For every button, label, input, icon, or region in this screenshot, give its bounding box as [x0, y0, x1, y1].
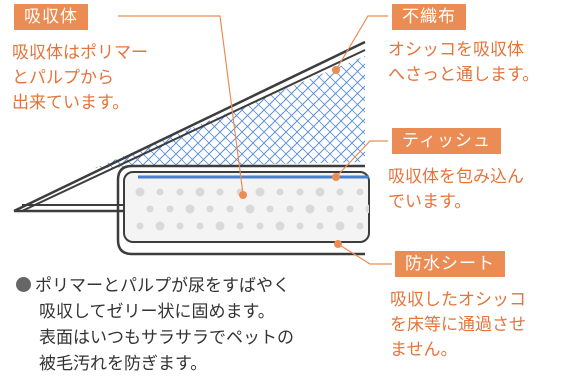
polymer-pellet — [166, 205, 174, 213]
waterproof-desc-line: を床等に通過させ — [390, 315, 526, 335]
polymer-pellet — [346, 205, 354, 213]
leader-waterproof-dot — [334, 240, 342, 248]
polymer-pellet — [275, 221, 285, 231]
polymer-pellet — [206, 205, 214, 213]
polymer-pellet — [136, 222, 144, 230]
polymer-pellet — [236, 222, 244, 230]
top-sheet-outer-line — [13, 40, 366, 213]
polymer-pellet — [266, 205, 274, 213]
polymer-pellet — [335, 221, 345, 231]
tissue-desc-line: でいます。 — [388, 192, 472, 212]
tissue-desc-line: 吸収体を包み込ん — [388, 167, 524, 187]
polymer-pellet — [286, 205, 294, 213]
polymer-pellet — [296, 222, 304, 230]
leader-absorbent-dot — [239, 191, 247, 199]
polymer-pellet — [135, 187, 145, 197]
leader-nonwoven-dot — [332, 66, 340, 74]
polymer-pellet — [226, 205, 234, 213]
bullet-explanation: ポリマーとパルプが尿をすばやく 吸収してゼリー状に固めます。 表面はいつもサラサ… — [16, 273, 294, 377]
polymer-pellet — [256, 222, 264, 230]
polymer-pellet — [296, 188, 304, 196]
absorbent-desc-line: 吸収体はポリマー — [12, 43, 148, 63]
absorbent-description: 吸収体はポリマー とパルプから 出来ています。 — [12, 41, 148, 116]
polymer-pellet — [255, 187, 265, 197]
polymer-pellet — [156, 188, 164, 196]
waterproof-tag: 防水シート — [395, 251, 505, 277]
polymer-pellet — [315, 187, 325, 197]
leader-tissue-dot — [332, 173, 340, 181]
waterproof-sheet-outline — [116, 164, 365, 256]
polymer-pellet — [365, 204, 369, 214]
absorbent-tag: 吸収体 — [14, 4, 88, 30]
polymer-pellet — [196, 222, 204, 230]
nonwoven-desc-line: オシッコを吸収体 — [388, 40, 524, 60]
polymer-pellet — [356, 188, 364, 196]
polymer-pellet — [216, 188, 224, 196]
polymer-pellet — [146, 205, 154, 213]
polymer-pellet — [326, 205, 334, 213]
polymer-pellet — [176, 188, 184, 196]
waterproof-description: 吸収したオシッコ を床等に通過させ ません。 — [390, 288, 526, 363]
nonwoven-tag: 不織布 — [392, 4, 466, 30]
polymer-pellet — [215, 221, 225, 231]
polymer-pellet — [336, 188, 344, 196]
leader-nonwoven — [335, 15, 388, 71]
bullet-line: 表面はいつもサラサラでペットの — [39, 328, 294, 348]
leader-tissue — [335, 140, 388, 178]
polymer-pellet — [245, 204, 255, 214]
bullet-line: ポリマーとパルプが尿をすばやく — [16, 273, 294, 299]
nonwoven-description: オシッコを吸収体 へさっと通します。 — [388, 38, 539, 88]
polymer-pellets — [135, 187, 369, 231]
absorbent-desc-line: とパルプから — [12, 68, 114, 88]
tissue-description: 吸収体を包み込ん でいます。 — [388, 165, 524, 215]
polymer-pellet — [155, 221, 165, 231]
polymer-pellet — [356, 222, 364, 230]
waterproof-desc-line: ません。 — [390, 340, 458, 360]
absorbent-desc-line: 出来ています。 — [12, 93, 130, 113]
bullet-dot-icon — [16, 277, 31, 292]
waterproof-desc-line: 吸収したオシッコ — [390, 290, 526, 310]
polymer-pellet — [276, 188, 284, 196]
bullet-line-text: ポリマーとパルプが尿をすばやく — [35, 276, 290, 296]
polymer-pellet — [176, 222, 184, 230]
bullet-line: 吸収してゼリー状に固めます。 — [39, 302, 275, 322]
nonwoven-desc-line: へさっと通します。 — [388, 65, 540, 85]
leader-absorbent — [118, 15, 244, 195]
polymer-pellet — [305, 204, 315, 214]
top-sheet-inner-line — [21, 49, 366, 212]
polymer-pellet — [185, 204, 195, 214]
leader-waterproof — [337, 243, 392, 265]
polymer-pellet — [316, 222, 324, 230]
tissue-tag: ティッシュ — [392, 128, 501, 154]
bullet-line: 被毛汚れを防ぎます。 — [39, 354, 208, 374]
polymer-pellet — [195, 187, 205, 197]
